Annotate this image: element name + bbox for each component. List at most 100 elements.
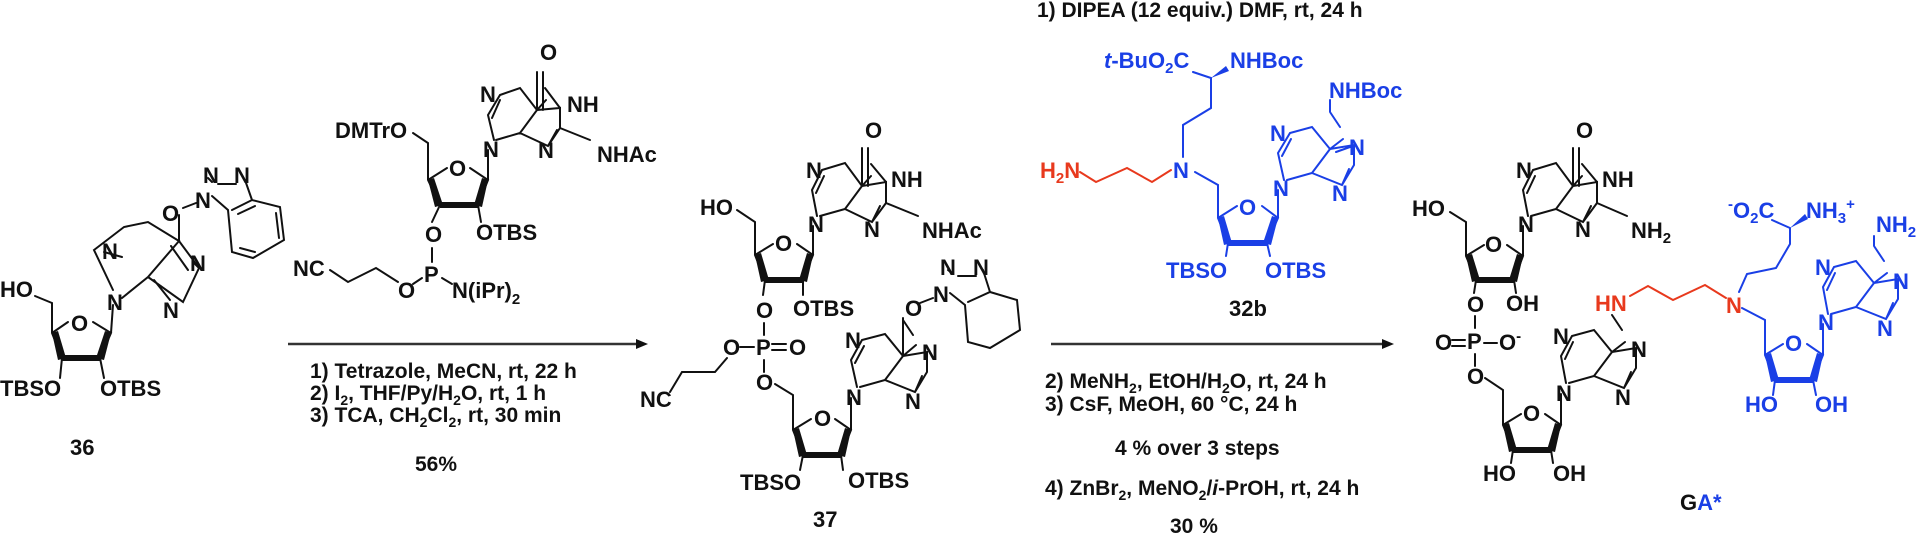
ho-label-2: HO [1483,461,1516,486]
condition-3: 3) CsF, MeOH, 60 °C, 24 h [1045,393,1297,416]
guanine-n9: N [808,212,824,237]
tertiary-amine-n: N [1173,158,1189,183]
condition-2: 2) MeNH2, EtOH/H2O, rt, 24 h [1045,370,1327,396]
guanine-n9-label: N [1518,212,1534,237]
adenine-n7-blue: N [1815,255,1831,280]
adenine-n1-blue: N [1893,269,1909,294]
adenine-n7: N [1553,324,1569,349]
diisopropylamino-label: N(iPr)2 [452,278,520,308]
purine-n3: N [905,389,921,414]
guanine-n9: N [483,137,499,162]
guanine-nh: NH [567,92,599,117]
ring-oxygen: O [1485,232,1502,257]
tert-butyl-ester-label: t-BuO2C [1104,48,1189,77]
phosphorus-label: P [756,335,771,360]
ring-oxygen: O [449,156,466,181]
step1-yield: 56% [415,453,457,476]
reaction-arrow-2 [1051,339,1394,349]
benzotriazole-n3: N [973,255,989,280]
ring-oxygen-3: O [1785,331,1802,356]
compound-32b: t-BuO2C NHBoc N H2N O TBSO OTBS N N N N … [1040,48,1402,321]
compound-36: HO O TBSO OTBS N N N N O N N N 36 [0,163,286,460]
guanine-carbonyl-o: O [540,40,557,65]
arrowhead-icon [1382,339,1394,349]
compound-32b-label: 32b [1229,296,1267,321]
arrowhead-icon [636,339,648,349]
phosphoryl-oxygen: O [789,335,806,360]
step4-yield: 30 % [1170,515,1218,535]
otbs-label: OTBS [476,220,537,245]
condition-1: 1) Tetrazole, MeCN, rt, 22 h [310,360,577,383]
o5-label: O [1467,364,1484,389]
hydroxyl-label: HO [700,195,733,220]
o3-label: O [756,298,773,323]
purine-n9: N [107,290,123,315]
adenine-n3: N [1615,385,1631,410]
phosphoryl-oxygen: O [1435,330,1452,355]
nitrile-label: NC [640,387,672,412]
adenine-n9-blue: N [1818,310,1834,335]
guanine-n3: N [864,217,880,242]
guanine-carbonyl-o: O [1576,118,1593,143]
ring-oxygen-2: O [1523,401,1540,426]
guanosine-phosphoramidite-reagent: DMTrO O OTBS O P O NC N(iPr)2 N N N NH O… [293,40,657,308]
ether-oxygen: O [905,296,922,321]
linker-hn: HN [1595,291,1627,316]
phosphorus-label: P [424,262,439,287]
product-ga-star: HO O OH O P O O- O O HO OH NH N N N NH O… [1412,118,1916,515]
nhac-label: NHAc [597,142,657,167]
otbs-label-2: OTBS [848,468,909,493]
purine-n3: N [163,298,179,323]
guanine-carbonyl-o: O [865,118,882,143]
step1-conditions: 1) Tetrazole, MeCN, rt, 22 h 2) I2, THF/… [310,360,577,476]
otbs-label: OTBS [1265,258,1326,283]
ring-oxygen: O [775,231,792,256]
carboxylate-label: -O2C [1728,196,1774,227]
o3-label: O [1467,292,1484,317]
adenine-n9: N [1556,381,1572,406]
product-label: GA* [1680,490,1722,515]
o5-label: O [756,370,773,395]
purine-n7: N [102,239,118,264]
linker-tertiary-n: N [1726,293,1742,318]
otbs-label: OTBS [793,296,854,321]
purine-n1: N [922,340,938,365]
ammonium-label: NH3+ [1806,196,1855,227]
hydroxyl-label: HO [1412,196,1445,221]
reaction-arrow-1 [288,339,648,349]
guanine-n3: N [1575,217,1591,242]
oh-label: OH [1506,291,1539,316]
phosphate-o-minus: O- [1499,328,1521,355]
hydroxyl-label: HO [0,277,33,302]
oxygen-label: O [398,278,415,303]
compound-37-label: 37 [813,507,837,532]
cyanoethyl-oxygen: O [723,335,740,360]
otbs-label: OTBS [100,376,161,401]
guanine-n7: N [1516,158,1532,183]
nhac-label: NHAc [922,218,982,243]
purine-n7: N [845,328,861,353]
compound-37: HO O OTBS O P O O NC O O TBSO OTBS N N N… [640,118,1022,532]
yield-over-3-steps: 4 % over 3 steps [1115,437,1280,460]
benzotriazole-n1: N [933,282,949,307]
ho-label-3: HO [1745,392,1778,417]
nhboc-label: NHBoc [1230,48,1303,73]
nitrile-label: NC [293,256,325,281]
guanine-nh: NH [891,167,923,192]
tbso-label: TBSO [0,376,61,401]
adenine-n7: N [1270,121,1286,146]
dmtro-label: DMTrO [335,118,407,143]
step2-conditions: 1) DIPEA (12 equiv.) DMF, rt, 24 h [1037,0,1363,22]
adenine-amino-blue: NH2 [1876,212,1916,241]
oh-label-2: OH [1553,461,1586,486]
guanine-n3: N [538,138,554,163]
adenine-n9: N [1273,176,1289,201]
benzotriazole-n1: N [195,188,211,213]
benzotriazole-n2: N [203,163,219,188]
ring-oxygen: O [71,311,88,336]
condition-4: 4) ZnBr2, MeNO2/i-PrOH, rt, 24 h [1045,477,1359,503]
oh-label-3: OH [1815,392,1848,417]
purine-n9: N [846,385,862,410]
compound-36-label: 36 [70,435,94,460]
